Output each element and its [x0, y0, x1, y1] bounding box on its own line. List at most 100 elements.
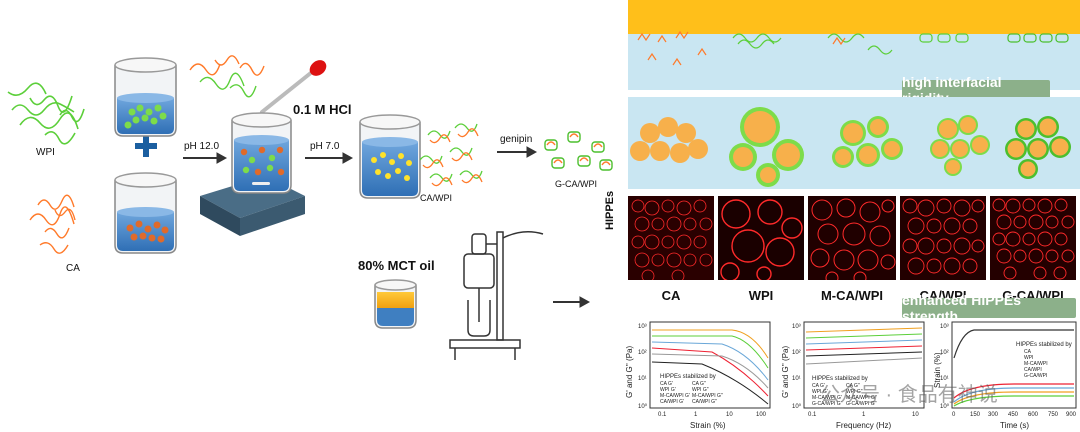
g-ca-wpi-label: G-CA/WPI [555, 179, 597, 189]
interface-wpi [732, 33, 782, 49]
interface-ca-wpi [919, 33, 969, 43]
wpi-protein-chains [7, 82, 85, 145]
mct-oil-label: 80% MCT oil [358, 258, 435, 273]
plus-icon [135, 135, 157, 157]
micrograph-g-ca-wpi [990, 196, 1076, 280]
interface-panel [628, 0, 1080, 90]
svg-text:WPI G': WPI G' [812, 389, 828, 395]
droplets-ca-wpi [930, 115, 990, 176]
ph7-label: pH 7.0 [310, 141, 340, 152]
plot1-xlabel: Strain (%) [690, 421, 726, 430]
svg-text:10¹: 10¹ [638, 376, 647, 382]
svg-text:10: 10 [726, 412, 733, 418]
micrograph-wpi [718, 196, 804, 280]
plot3-ylabel: Strain (%) [933, 352, 942, 388]
svg-text:10³: 10³ [940, 324, 949, 330]
svg-text:0: 0 [952, 412, 956, 418]
plot3-legend: CA WPI M-CA/WPI CA/WPI G-CA/WPI [1024, 349, 1048, 379]
plot2-xlabel: Frequency (Hz) [836, 421, 891, 430]
wpi-label: WPI [36, 147, 55, 158]
svg-text:0.1: 0.1 [808, 412, 817, 418]
micrograph-label-wpi: WPI [748, 288, 774, 303]
svg-text:0.1: 0.1 [658, 412, 667, 418]
svg-text:WPI G': WPI G' [660, 387, 676, 393]
plot1-legend-title: HIPPEs stabilized by [660, 374, 716, 380]
micrograph-ca-wpi [900, 196, 986, 280]
svg-text:M-CA/WPI G': M-CA/WPI G' [812, 395, 842, 401]
svg-text:150: 150 [970, 412, 981, 418]
plot1-xticks: 0.1 1 10 100 [658, 412, 767, 418]
plot2-legend: CA G' CA G'' WPI G' WPI G'' M-CA/WPI G' … [812, 383, 877, 407]
interface-m-ca-wpi [827, 33, 893, 55]
micrograph-label-m-ca-wpi: M-CA/WPI [820, 288, 884, 303]
plot2-yticks: 10⁰ 10¹ 10² 10³ [792, 324, 802, 410]
droplets-g-ca-wpi [1005, 116, 1071, 179]
svg-text:600: 600 [1028, 412, 1039, 418]
svg-text:M-CA/WPI: M-CA/WPI [1024, 361, 1048, 367]
svg-text:CA G'': CA G'' [692, 381, 706, 387]
watermark: 公众号 · 食品有神说 [820, 384, 998, 406]
homogenizer [449, 231, 544, 360]
beaker-mct-oil [374, 279, 417, 329]
svg-text:WPI G'': WPI G'' [692, 387, 709, 393]
micrograph-label-ca: CA [661, 288, 681, 303]
plot3-yticks: 10⁰ 10¹ 10² 10³ [940, 324, 950, 410]
plot3-xticks: 0 150 300 450 600 750 900 [952, 412, 1077, 418]
svg-text:10⁰: 10⁰ [792, 403, 802, 410]
interface-g-ca-wpi [1007, 33, 1069, 43]
process-arrows [183, 146, 591, 308]
droplets-wpi [729, 107, 804, 187]
banner-high-interfacial-rigidity: high interfacial rigidity [902, 74, 1050, 106]
svg-text:10³: 10³ [792, 324, 801, 330]
svg-text:10²: 10² [940, 350, 949, 356]
plot2-ylabel: G' and G'' (Pa) [781, 346, 790, 398]
svg-text:10²: 10² [638, 350, 647, 356]
banner-enhanced-hippes-strength: enhanced HIPPEs strength [902, 292, 1076, 324]
svg-text:M-CA/WPI G'': M-CA/WPI G'' [692, 393, 723, 399]
ca-protein-chains [29, 194, 76, 254]
svg-text:450: 450 [1008, 412, 1019, 418]
svg-text:300: 300 [988, 412, 999, 418]
beaker-ca [114, 172, 177, 254]
plot2-legend-title: HIPPEs stabilized by [812, 376, 868, 382]
svg-text:CA/WPI G': CA/WPI G' [660, 399, 684, 405]
svg-text:M-CA/WPI G'': M-CA/WPI G'' [846, 395, 877, 401]
droplet-panel [628, 97, 1080, 189]
svg-text:900: 900 [1066, 412, 1077, 418]
svg-text:10: 10 [912, 412, 919, 418]
beaker-ca-wpi [359, 114, 421, 199]
svg-text:CA G': CA G' [812, 383, 825, 389]
ca-wpi-complexes [419, 123, 483, 187]
genipin-label: genipin [500, 134, 533, 145]
svg-text:M-CA/WPI G': M-CA/WPI G' [660, 393, 690, 399]
svg-text:10¹: 10¹ [792, 376, 801, 382]
plot2-xticks: 0.1 1 10 [808, 412, 919, 418]
svg-text:G-CA/WPI: G-CA/WPI [1024, 373, 1047, 379]
g-ca-wpi-complexes [544, 131, 613, 171]
plot3-xlabel: Time (s) [1000, 421, 1029, 430]
plot1-legend: CA G' CA G'' WPI G' WPI G'' M-CA/WPI G' … [660, 381, 723, 405]
ca-label: CA [66, 263, 80, 274]
plot3-legend-title: HIPPEs stabilized by [1016, 342, 1072, 348]
svg-text:WPI G'': WPI G'' [846, 389, 863, 395]
svg-text:100: 100 [756, 412, 767, 418]
beaker-wpi [114, 57, 177, 137]
svg-text:G-CA/WPI G'': G-CA/WPI G'' [846, 401, 877, 407]
hcl-label: 0.1 M HCl [293, 102, 352, 117]
svg-text:10⁰: 10⁰ [940, 403, 950, 410]
svg-text:10²: 10² [792, 350, 801, 356]
droplets-m-ca-wpi [832, 116, 903, 168]
svg-text:CA/WPI G'': CA/WPI G'' [692, 399, 717, 405]
svg-text:10³: 10³ [638, 324, 647, 330]
svg-text:1: 1 [694, 412, 698, 418]
svg-text:CA/WPI: CA/WPI [1024, 367, 1042, 373]
pipette-icon [260, 60, 327, 114]
svg-text:WPI: WPI [1024, 355, 1033, 361]
svg-text:1: 1 [862, 412, 866, 418]
preparation-schematic [7, 55, 613, 360]
beaker-mixing [231, 112, 292, 194]
ph12-label: pH 12.0 [184, 141, 220, 152]
ca-wpi-label: CA/WPI [420, 193, 453, 203]
plot-creep: Strain (%) Time (s) 0 150 300 450 600 75… [933, 321, 1077, 430]
plot-frequency-sweep: G' and G'' (Pa) Frequency (Hz) 0.1 1 10 … [781, 321, 925, 430]
